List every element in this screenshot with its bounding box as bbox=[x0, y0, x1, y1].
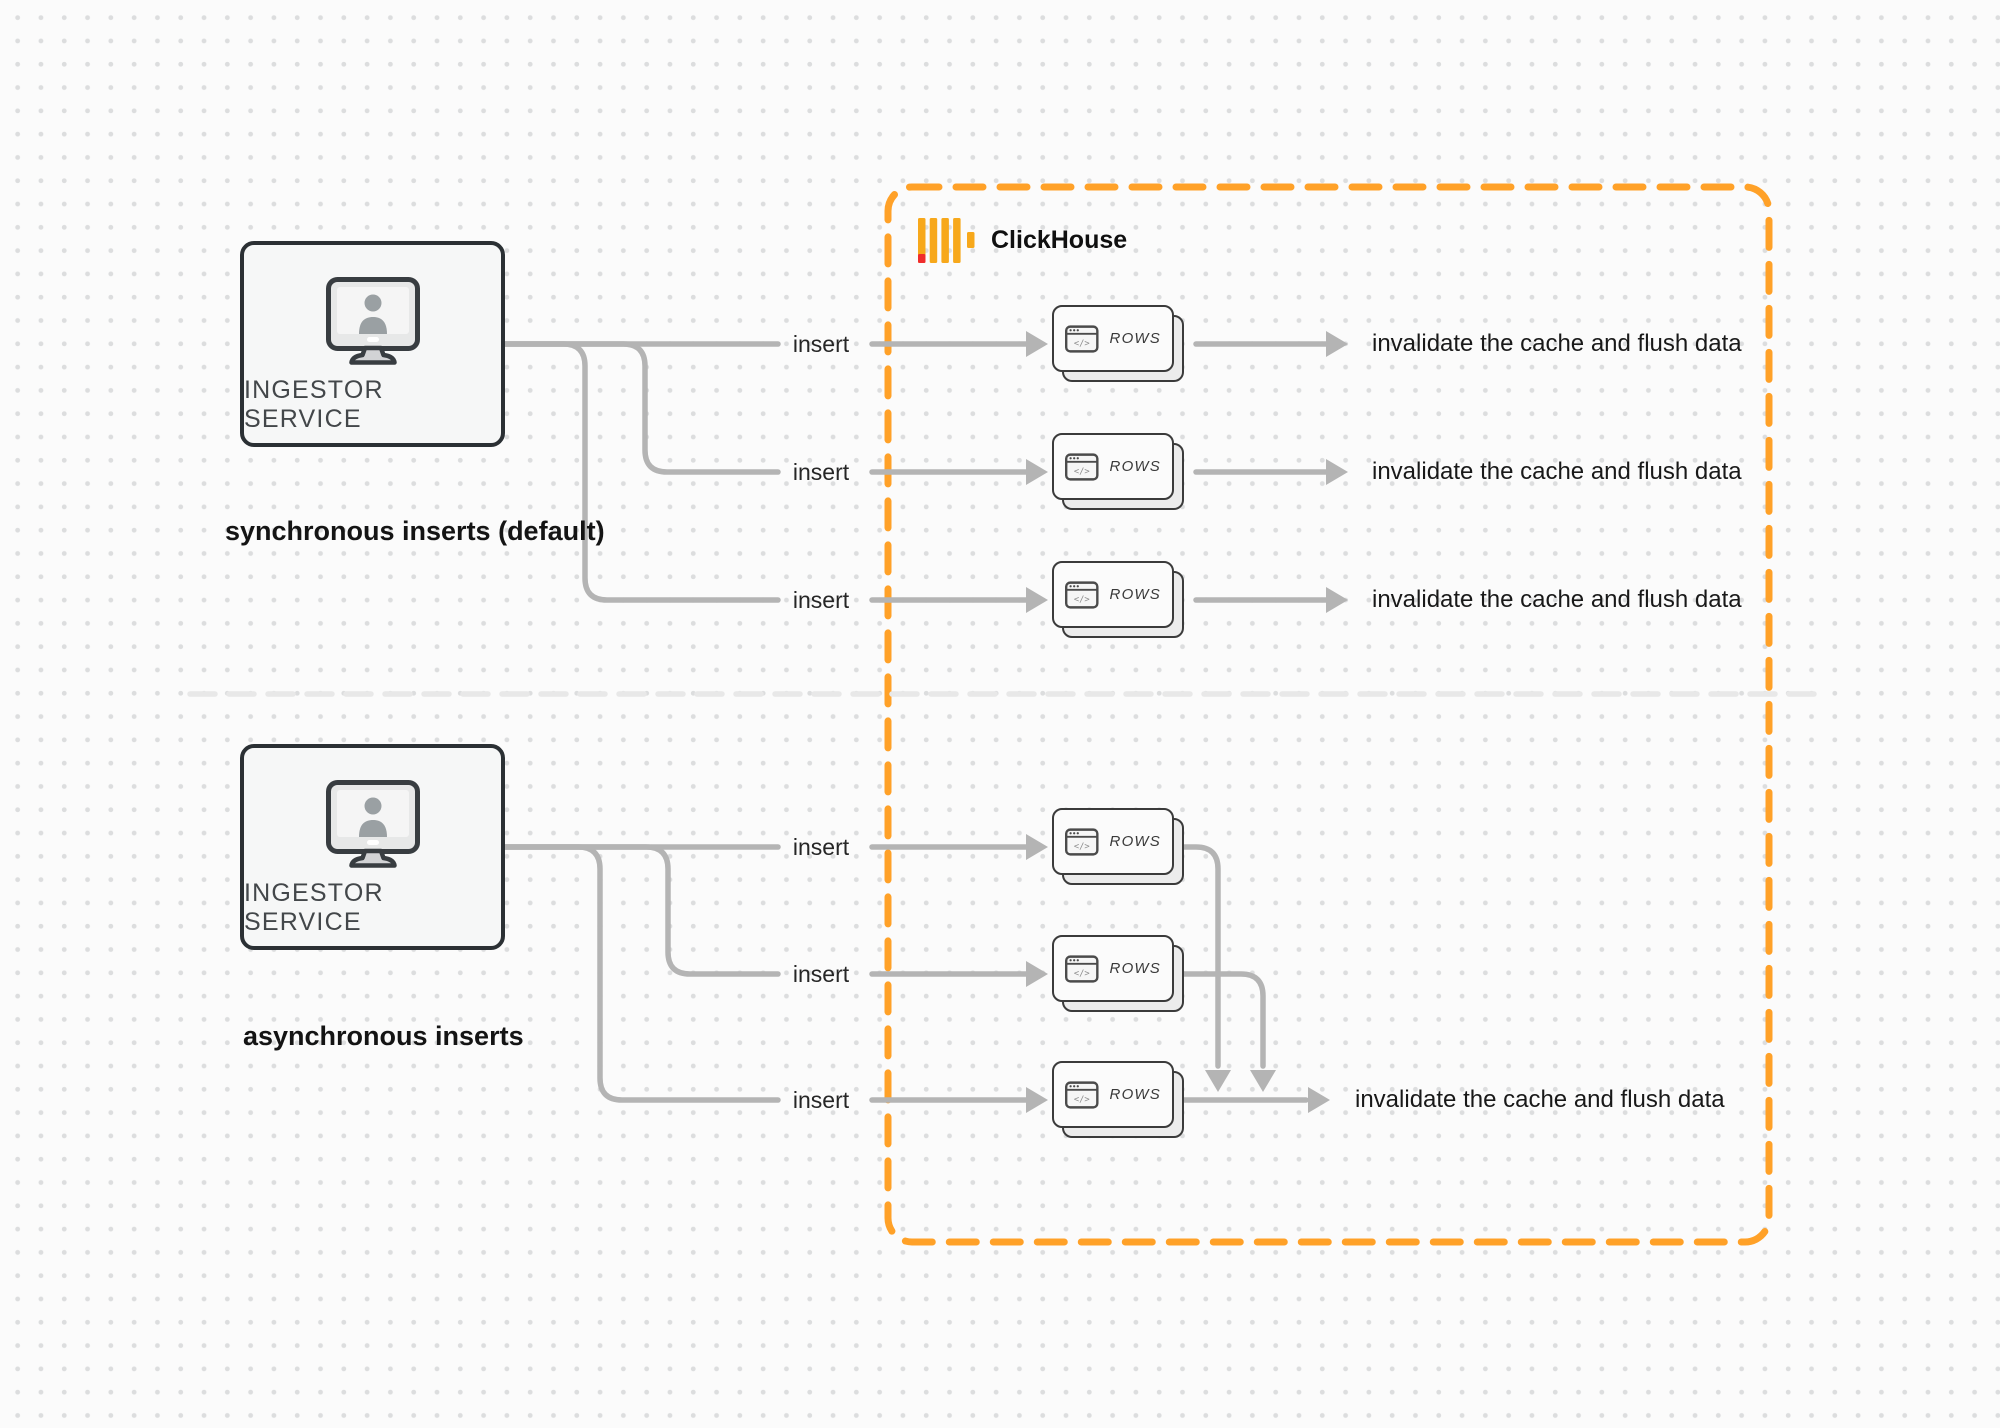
code-window-icon: </> bbox=[1065, 324, 1099, 353]
result-label: invalidate the cache and flush data bbox=[1372, 586, 1742, 613]
rows-label: ROWS bbox=[1109, 833, 1161, 850]
rows-card: </> ROWS bbox=[1052, 305, 1184, 382]
monitor-user-icon bbox=[325, 780, 420, 868]
code-window-icon: </> bbox=[1065, 1080, 1099, 1109]
result-label: invalidate the cache and flush data bbox=[1372, 458, 1742, 485]
svg-text:</>: </> bbox=[1074, 1095, 1090, 1105]
sync-caption: synchronous inserts (default) bbox=[225, 516, 605, 546]
connector-lines bbox=[502, 341, 1329, 1103]
clickhouse-logo-icon bbox=[918, 218, 975, 263]
rows-card: </> ROWS bbox=[1052, 935, 1184, 1012]
rows-label: ROWS bbox=[1109, 1086, 1161, 1103]
rows-card: </> ROWS bbox=[1052, 561, 1184, 638]
svg-text:</>: </> bbox=[1074, 969, 1090, 979]
svg-text:</>: </> bbox=[1074, 842, 1090, 852]
clickhouse-boundary bbox=[884, 183, 1773, 1246]
rows-label: ROWS bbox=[1109, 330, 1161, 347]
result-label: invalidate the cache and flush data bbox=[1355, 1086, 1725, 1113]
svg-text:</>: </> bbox=[1074, 339, 1090, 349]
result-label: invalidate the cache and flush data bbox=[1372, 330, 1742, 357]
rows-label: ROWS bbox=[1109, 586, 1161, 603]
insert-label: insert bbox=[792, 1087, 850, 1113]
rows-card: </> ROWS bbox=[1052, 808, 1184, 885]
insert-label: insert bbox=[792, 459, 850, 485]
svg-text:</>: </> bbox=[1074, 595, 1090, 605]
rows-card: </> ROWS bbox=[1052, 433, 1184, 510]
code-window-icon: </> bbox=[1065, 580, 1099, 609]
insert-label: insert bbox=[792, 331, 850, 357]
ingestor-service-box-async: INGESTOR SERVICE bbox=[240, 744, 505, 950]
rows-label: ROWS bbox=[1109, 960, 1161, 977]
insert-label: insert bbox=[792, 587, 850, 613]
ingestor-service-label: INGESTOR SERVICE bbox=[244, 879, 384, 936]
clickhouse-title: ClickHouse bbox=[991, 226, 1128, 254]
code-window-icon: </> bbox=[1065, 954, 1099, 983]
code-window-icon: </> bbox=[1065, 452, 1099, 481]
ingestor-service-box-sync: INGESTOR SERVICE bbox=[240, 241, 505, 447]
rows-label: ROWS bbox=[1109, 458, 1161, 475]
code-window-icon: </> bbox=[1065, 827, 1099, 856]
svg-text:</>: </> bbox=[1074, 467, 1090, 477]
async-caption: asynchronous inserts bbox=[243, 1021, 524, 1051]
monitor-user-icon bbox=[325, 277, 420, 365]
arrowheads bbox=[1026, 331, 1348, 1113]
rows-card: </> ROWS bbox=[1052, 1061, 1184, 1138]
insert-label: insert bbox=[792, 961, 850, 987]
ingestor-service-label: INGESTOR SERVICE bbox=[244, 376, 384, 433]
insert-label: insert bbox=[792, 834, 850, 860]
